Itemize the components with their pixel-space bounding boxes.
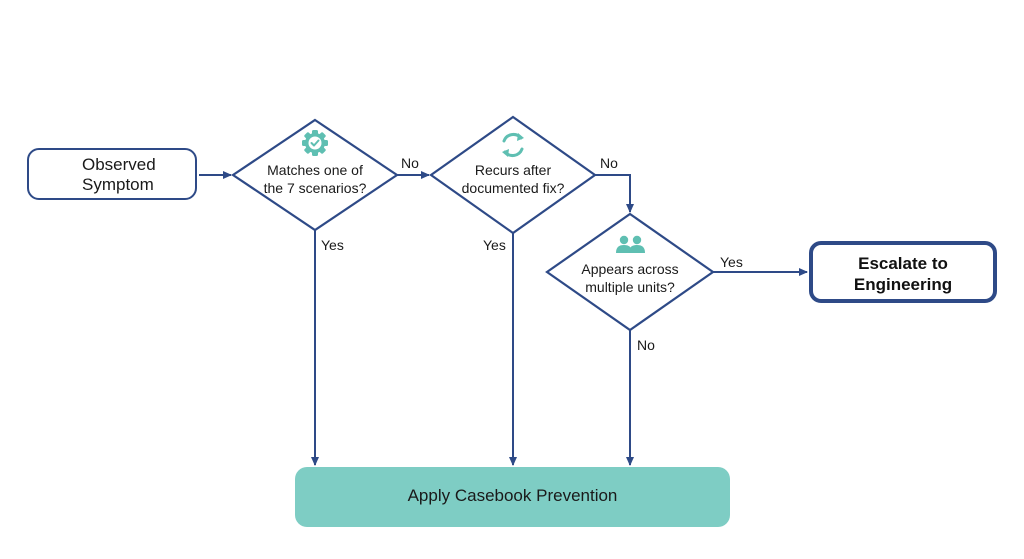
edge-label-d1-yes: Yes [321, 237, 344, 253]
decision3-line1: Appears across [581, 261, 679, 277]
edge-d2-no [595, 174, 634, 213]
decision2-label: Recurs after documented fix? [443, 161, 583, 197]
start-node-line1: Observed [82, 155, 156, 174]
prevention-node-label: Apply Casebook Prevention [407, 486, 618, 505]
decision3-label: Appears across multiple units? [560, 260, 700, 296]
edge-label-d1-no: No [401, 155, 419, 171]
escalate-node [809, 241, 997, 303]
decision1-line2: the 7 scenarios? [263, 180, 367, 196]
edge-label-d2-no: No [600, 155, 618, 171]
decision2-line2: documented fix? [461, 180, 565, 196]
escalate-node-label: Escalate to Engineering [809, 253, 997, 295]
escalate-line1: Escalate to [858, 254, 948, 273]
decision2-line1: Recurs after [474, 162, 552, 178]
start-node-label: Observed Symptom [82, 155, 156, 195]
decision1-label: Matches one of the 7 scenarios? [245, 161, 385, 197]
edge-label-d3-yes: Yes [720, 254, 743, 270]
prevention-node [295, 467, 730, 527]
start-node-observed-symptom [27, 148, 197, 200]
decision1-line1: Matches one of [267, 162, 363, 178]
start-node-line2: Symptom [82, 175, 154, 194]
edge-label-d3-no: No [637, 337, 655, 353]
edge-label-d2-yes: Yes [483, 237, 506, 253]
escalate-line2: Engineering [853, 275, 953, 294]
refresh-icon [502, 133, 524, 157]
decision3-line2: multiple units? [585, 279, 675, 295]
users-icon [616, 235, 645, 253]
gear-check-icon [302, 130, 328, 156]
